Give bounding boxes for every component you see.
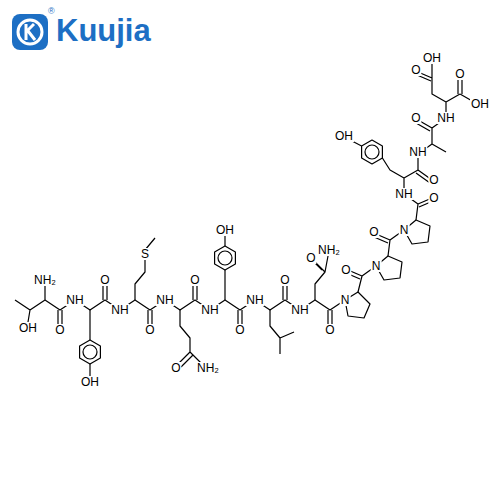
atom-label: O (144, 324, 155, 336)
atom-label: NH (245, 294, 264, 306)
atom-label: O (368, 226, 379, 238)
atom-label: O (324, 324, 335, 336)
atom-label: N (371, 260, 382, 272)
logo-icon (12, 14, 48, 50)
atom-label: O (410, 64, 421, 76)
atom-label: OH (334, 130, 354, 142)
atom-label: NH (65, 294, 84, 306)
atom-label: O (428, 192, 439, 204)
atom-label: O (170, 362, 181, 374)
atom-label: O (428, 174, 439, 186)
atom-label: O (410, 112, 421, 124)
bonds (15, 62, 474, 378)
atom-label: NH (110, 304, 129, 316)
atom-label: OH (80, 376, 100, 388)
atom-label: N (399, 224, 410, 236)
atom-label: NH (436, 112, 455, 124)
atom-label: O (99, 274, 110, 286)
atom-label: O (305, 252, 316, 264)
atom-label: NH (155, 294, 174, 306)
atom-label: NH (290, 304, 309, 316)
atom-label: NH₂ (196, 362, 220, 374)
atom-label: NH₂ (33, 274, 57, 286)
atom-label: O (279, 274, 290, 286)
atom-label: OH (215, 224, 235, 236)
logo-text: Kuujia (56, 14, 151, 48)
atom-label: OH (470, 98, 490, 110)
registered-mark: ® (48, 6, 55, 16)
atom-label: NH (200, 304, 219, 316)
atom-label: O (234, 324, 245, 336)
atom-label: NH (394, 188, 413, 200)
atom-label: O (340, 264, 351, 276)
atom-label: O (189, 274, 200, 286)
atom-label: O (454, 68, 465, 80)
atom-label: NH (408, 146, 427, 158)
atom-label: NH₂ (317, 244, 341, 256)
atom-label: OH (422, 52, 442, 64)
atom-label: N (340, 294, 351, 306)
atom-label: S (140, 248, 150, 260)
atom-label: OH (18, 322, 38, 334)
atom-label: O (54, 324, 65, 336)
